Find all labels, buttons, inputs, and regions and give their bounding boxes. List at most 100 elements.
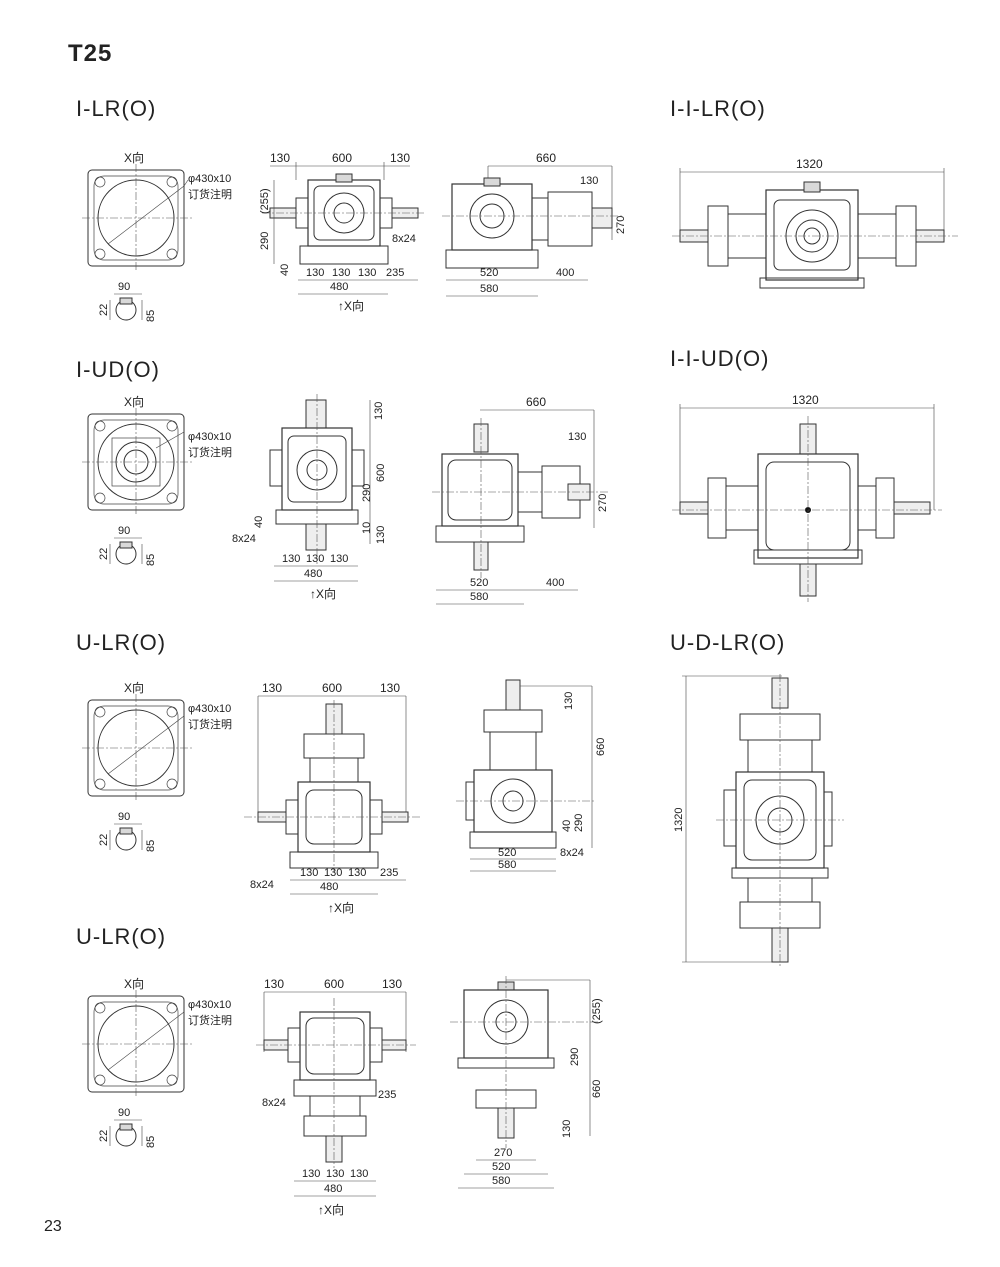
bolt-hole — [166, 176, 178, 188]
u-lr-o-2-front-view: 130 600 130 8x24 235 130 130 130 480 ↑X向 — [256, 972, 426, 1222]
dim-text: 130 — [306, 553, 324, 565]
dim-text: 130 — [358, 267, 376, 279]
dim-text: 660 — [536, 151, 556, 165]
bolt-hole — [166, 1002, 178, 1014]
u-lr-o-side-view: 130 660 40 290 8x24 520 580 — [456, 676, 607, 876]
order-note: 订货注明 — [188, 717, 232, 731]
motor-flange — [303, 1115, 367, 1137]
x-view-arrow: ↑X向 — [318, 1202, 344, 1217]
bolt-hole — [166, 248, 178, 260]
dim-text: 600 — [324, 977, 344, 991]
dim-text: 130 — [568, 431, 586, 443]
dim-text: 480 — [330, 281, 348, 293]
dim-text: 130 — [350, 1168, 368, 1180]
key-width: 22 — [98, 1130, 110, 1142]
dim-text: 520 — [492, 1161, 510, 1173]
base-frame — [759, 277, 865, 289]
top-shaft — [505, 679, 521, 711]
bolt-hole — [94, 778, 106, 790]
flange-spec: φ430x10 — [188, 703, 231, 715]
i-lr-o-front-view: 130 600 130 (255) 290 40 8x24 130 130 13… — [248, 150, 428, 320]
shaft-dim: 90 — [118, 525, 130, 537]
dim-text: 600 — [322, 681, 342, 695]
dim-text: 130 — [324, 867, 342, 879]
top-shaft — [305, 399, 327, 429]
u-lr-o-2-side-view: (255) 290 660 130 270 520 580 — [450, 972, 620, 1192]
flange-spec: φ430x10 — [188, 173, 231, 185]
section-title-i-ud-o: I-UD(O) — [76, 357, 160, 382]
bolt-hole — [94, 706, 106, 718]
dim-text: 130 — [373, 402, 385, 420]
x-view-arrow: ↑X向 — [338, 298, 364, 313]
bolt-hole — [166, 706, 178, 718]
dim-text: 130 — [390, 151, 410, 165]
dim-text: 130 — [262, 681, 282, 695]
leader-line — [107, 1011, 185, 1071]
dim-text: 580 — [492, 1175, 510, 1187]
dim-text: 1320 — [796, 157, 823, 171]
left-cap — [723, 789, 737, 847]
key-height: 85 — [145, 840, 157, 852]
dim-text: 1320 — [673, 808, 685, 832]
dim-text: 580 — [480, 283, 498, 295]
shaft-dim: 90 — [118, 1107, 130, 1119]
x-view-label: X向 — [124, 394, 144, 409]
dim-text: (255) — [259, 188, 271, 214]
left-coupling — [725, 485, 759, 531]
dim-text: 130 — [300, 867, 318, 879]
right-coupling — [857, 485, 877, 531]
dim-text: 600 — [332, 151, 352, 165]
top-breather — [335, 173, 353, 183]
right-coupling — [857, 213, 897, 259]
i-ud-o-front-view: 130 600 290 10 130 40 8x24 130 130 130 4… — [224, 394, 404, 604]
dim-text: 660 — [526, 395, 546, 409]
right-cap — [823, 791, 833, 847]
bolt-hole — [94, 1074, 106, 1086]
dim-text: 290 — [361, 484, 373, 502]
x-view-arrow: ↑X向 — [310, 586, 336, 601]
gearbox-housing — [299, 1011, 371, 1081]
section-title-u-lr-o-2: U-LR(O) — [76, 924, 167, 949]
key-width: 22 — [98, 834, 110, 846]
section-title-u-d-lr-o: U-D-LR(O) — [670, 630, 786, 655]
leader-line — [183, 179, 189, 187]
coupling-housing — [489, 731, 537, 771]
bolt-spec: 8x24 — [560, 847, 584, 859]
dim-text: 270 — [597, 494, 609, 512]
dim-text: 40 — [253, 516, 265, 528]
i-ud-o-side-view: 660 130 270 520 400 580 — [428, 392, 628, 606]
dim-text: 235 — [386, 267, 404, 279]
bolt-spec: 8x24 — [392, 233, 416, 245]
bolt-hole — [166, 492, 178, 504]
cover-plate — [447, 459, 513, 521]
key-height: 85 — [145, 1136, 157, 1148]
dim-text: 130 — [302, 1168, 320, 1180]
bolt-hole — [94, 176, 106, 188]
dim-text: 130 — [264, 977, 284, 991]
dim-text: 480 — [304, 568, 322, 580]
dim-text: 130 — [380, 681, 400, 695]
dim-text: (255) — [591, 998, 603, 1024]
dim-text: 130 — [282, 553, 300, 565]
i-i-lr-o-view: 1320 — [672, 150, 962, 300]
motor-flange — [547, 191, 593, 247]
dim-text: 130 — [580, 175, 598, 187]
leader-line — [107, 715, 185, 775]
dim-text: 400 — [546, 577, 564, 589]
key-slot — [119, 541, 133, 549]
dim-text: 290 — [573, 814, 585, 832]
flange-view-2: X向 φ430x10 订货注明 90 22 85 — [80, 390, 280, 570]
dim-text: 520 — [470, 577, 488, 589]
top-breather — [483, 177, 501, 187]
dim-text: 130 — [382, 977, 402, 991]
x-view-arrow: ↑X向 — [328, 900, 354, 915]
flange-view-4: X向 φ430x10 订货注明 90 22 85 — [80, 972, 280, 1152]
dim-text: 130 — [561, 1120, 573, 1138]
key-slot — [119, 297, 133, 305]
coupling-housing — [309, 1095, 361, 1117]
x-view-label: X向 — [124, 680, 144, 695]
base-frame — [435, 525, 525, 543]
order-note: 订货注明 — [188, 1013, 232, 1027]
gearbox-housing-side — [451, 183, 533, 251]
dim-text: 40 — [561, 820, 573, 832]
